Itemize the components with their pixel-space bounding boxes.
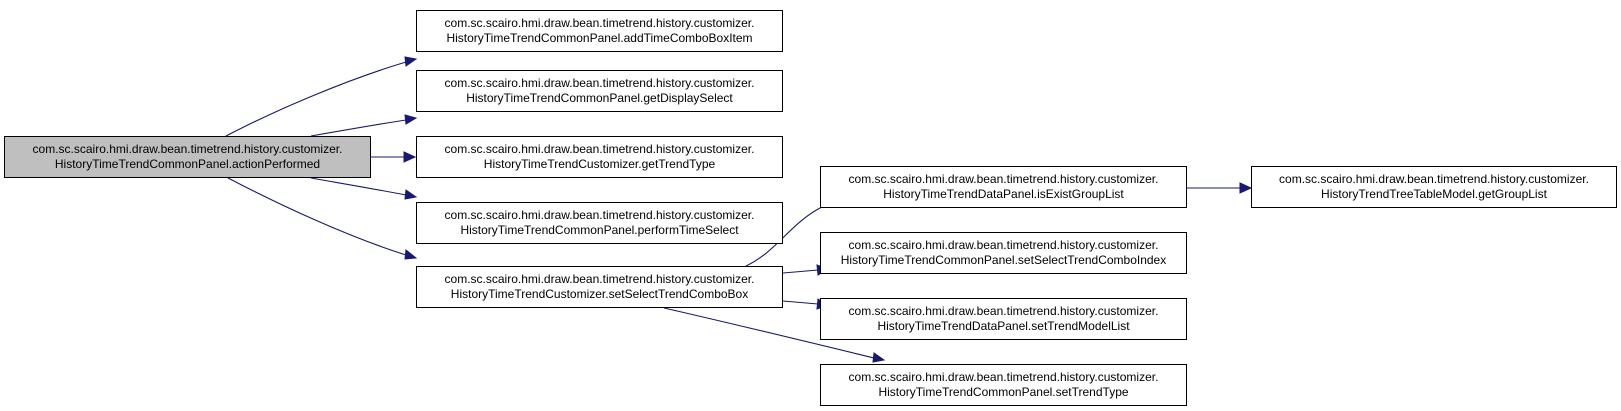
- node-set-select-trend-combo-box[interactable]: com.sc.scairo.hmi.draw.bean.timetrend.hi…: [416, 266, 783, 308]
- node-set-trend-type-method: HistoryTimeTrendCommonPanel.setTrendType: [878, 385, 1129, 399]
- node-get-display-select-package: com.sc.scairo.hmi.draw.bean.timetrend.hi…: [444, 76, 755, 90]
- node-get-trend-type-package: com.sc.scairo.hmi.draw.bean.timetrend.hi…: [444, 142, 755, 156]
- node-action-performed[interactable]: com.sc.scairo.hmi.draw.bean.timetrend.hi…: [4, 136, 371, 178]
- node-add-time-combo-box-item-package: com.sc.scairo.hmi.draw.bean.timetrend.hi…: [444, 16, 755, 30]
- node-perform-time-select-method: HistoryTimeTrendCommonPanel.performTimeS…: [460, 223, 739, 237]
- edge-actionperformed-addtimecomboboxitem: [225, 61, 407, 137]
- node-is-exist-group-list-package: com.sc.scairo.hmi.draw.bean.timetrend.hi…: [848, 172, 1159, 186]
- node-set-select-trend-combo-index-method: HistoryTimeTrendCommonPanel.setSelectTre…: [840, 253, 1167, 267]
- node-set-trend-model-list[interactable]: com.sc.scairo.hmi.draw.bean.timetrend.hi…: [820, 298, 1187, 340]
- node-perform-time-select-package: com.sc.scairo.hmi.draw.bean.timetrend.hi…: [444, 208, 755, 222]
- edge-setselecttrendcombobox-settrendmodellist: [782, 300, 819, 305]
- node-set-select-trend-combo-box-method: HistoryTimeTrendCustomizer.setSelectTren…: [450, 287, 749, 301]
- edge-arrowhead: [404, 56, 418, 67]
- edge-arrowhead: [404, 114, 418, 125]
- node-set-trend-model-list-method: HistoryTimeTrendDataPanel.setTrendModelL…: [877, 319, 1130, 333]
- node-is-exist-group-list-method: HistoryTimeTrendDataPanel.isExistGroupLi…: [883, 187, 1124, 201]
- node-get-group-list-method: HistoryTrendTreeTableModel.getGroupList: [1321, 187, 1547, 201]
- node-set-trend-type-package: com.sc.scairo.hmi.draw.bean.timetrend.hi…: [848, 370, 1159, 384]
- node-add-time-combo-box-item-method: HistoryTimeTrendCommonPanel.addTimeCombo…: [446, 31, 753, 45]
- edge-arrowhead: [872, 352, 886, 363]
- node-set-select-trend-combo-index-package: com.sc.scairo.hmi.draw.bean.timetrend.hi…: [848, 238, 1159, 252]
- node-is-exist-group-list[interactable]: com.sc.scairo.hmi.draw.bean.timetrend.hi…: [820, 166, 1187, 208]
- edge-arrowhead: [403, 151, 417, 163]
- edge-arrowhead: [404, 249, 418, 260]
- node-get-trend-type-method: HistoryTimeTrendCustomizer.getTrendType: [483, 157, 716, 171]
- edge-actionperformed-getdisplayselect: [310, 119, 407, 137]
- node-set-select-trend-combo-index[interactable]: com.sc.scairo.hmi.draw.bean.timetrend.hi…: [820, 232, 1187, 274]
- node-get-group-list-package: com.sc.scairo.hmi.draw.bean.timetrend.hi…: [1279, 172, 1589, 186]
- node-get-display-select-method: HistoryTimeTrendCommonPanel.getDisplaySe…: [466, 91, 733, 105]
- node-set-trend-model-list-package: com.sc.scairo.hmi.draw.bean.timetrend.hi…: [848, 304, 1159, 318]
- node-set-trend-type[interactable]: com.sc.scairo.hmi.draw.bean.timetrend.hi…: [820, 364, 1187, 406]
- node-action-performed-package: com.sc.scairo.hmi.draw.bean.timetrend.hi…: [32, 142, 343, 156]
- node-get-trend-type[interactable]: com.sc.scairo.hmi.draw.bean.timetrend.hi…: [416, 136, 783, 178]
- node-set-select-trend-combo-box-package: com.sc.scairo.hmi.draw.bean.timetrend.hi…: [444, 272, 755, 286]
- edge-setselecttrendcombobox-settrendtype: [663, 307, 875, 359]
- node-add-time-combo-box-item[interactable]: com.sc.scairo.hmi.draw.bean.timetrend.hi…: [416, 10, 783, 52]
- edge-arrowhead: [404, 189, 418, 200]
- edge-actionperformed-setselecttrendcombobox: [227, 177, 407, 256]
- node-action-performed-method: HistoryTimeTrendCommonPanel.actionPerfor…: [54, 157, 321, 171]
- edge-arrowhead: [1239, 182, 1253, 194]
- node-get-display-select[interactable]: com.sc.scairo.hmi.draw.bean.timetrend.hi…: [416, 70, 783, 112]
- edge-actionperformed-performtimeselect: [310, 177, 407, 196]
- node-perform-time-select[interactable]: com.sc.scairo.hmi.draw.bean.timetrend.hi…: [416, 202, 783, 244]
- edge-setselecttrendcombobox-setselecttrendcomboindex: [782, 269, 819, 274]
- node-get-group-list[interactable]: com.sc.scairo.hmi.draw.bean.timetrend.hi…: [1251, 166, 1617, 208]
